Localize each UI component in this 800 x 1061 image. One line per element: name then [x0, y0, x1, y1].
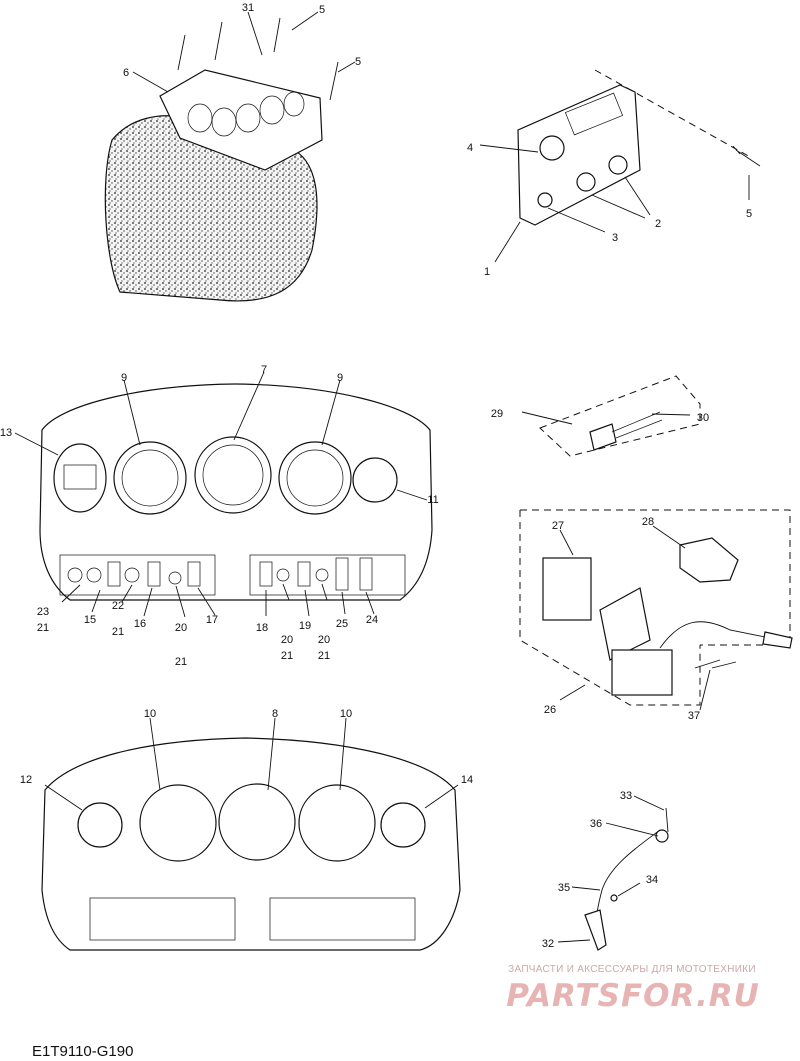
switch-panel-assembly	[479, 69, 761, 263]
callout-28: 28	[642, 516, 654, 528]
callout-9: 9	[121, 372, 127, 384]
instrument-cluster-rear	[41, 717, 461, 951]
callout-12: 12	[20, 774, 32, 786]
gauge-9-right	[278, 441, 352, 515]
sensor-box	[611, 649, 673, 696]
callout-18: 18	[256, 622, 268, 634]
rear-gauge-12	[77, 802, 123, 848]
console-housing-assembly	[104, 11, 356, 302]
callout-15: 15	[84, 614, 96, 626]
sensor-bracket	[599, 587, 651, 661]
socket-outlet	[539, 135, 565, 161]
plate-screw	[732, 145, 761, 167]
gauge-9-left	[113, 441, 187, 515]
sensor-cable-tip	[762, 631, 793, 649]
bezel-gauge-holes	[187, 91, 305, 137]
instrument-cluster-front	[14, 371, 433, 618]
fuse-holder	[537, 192, 553, 208]
rear-switch-block-left	[89, 897, 236, 941]
callout-20: 20	[175, 622, 187, 634]
callout-4: 4	[467, 142, 473, 154]
gasket-28	[679, 537, 739, 583]
callout-1: 1	[484, 266, 490, 278]
callout-13: 13	[0, 427, 12, 439]
callout-8: 8	[272, 708, 278, 720]
callout-11: 11	[427, 494, 438, 506]
callout-31: 31	[242, 2, 254, 14]
switch-plate	[517, 84, 641, 226]
screw-33	[665, 807, 669, 833]
callout-20: 20	[281, 634, 293, 646]
housing-screws	[177, 17, 339, 101]
callout-2: 2	[655, 218, 661, 230]
toggle-switch-1	[576, 172, 596, 192]
switch-row-knobs	[67, 557, 373, 591]
bolt-37	[694, 659, 737, 669]
cable-lever-assembly	[557, 795, 669, 951]
switch-row-right	[249, 554, 406, 596]
callout-19: 19	[299, 620, 311, 632]
gauge-bezel-top	[159, 69, 323, 171]
callout-22: 22	[112, 600, 124, 612]
lever-32	[584, 909, 607, 951]
callout-9: 9	[337, 372, 343, 384]
mounting-plate-27	[542, 557, 592, 621]
callout-33: 33	[620, 790, 632, 802]
callout-21: 21	[281, 650, 293, 662]
callout-14: 14	[461, 774, 473, 786]
sensor-cable	[659, 621, 771, 649]
rear-gauge-10-left	[139, 784, 217, 862]
toggle-switch-2	[608, 155, 628, 175]
callout-24: 24	[366, 614, 378, 626]
callout-37: 37	[688, 710, 700, 722]
callout-34: 34	[646, 874, 658, 886]
rear-gauge-10-right	[298, 784, 376, 862]
watermark-logo: PARTSFOR.RU	[506, 978, 760, 1014]
clamp-36	[655, 829, 669, 843]
callout-10: 10	[340, 708, 352, 720]
harness-connector	[589, 423, 617, 451]
switch-row-left	[59, 554, 216, 596]
callout-6: 6	[123, 67, 129, 79]
callout-21: 21	[112, 626, 124, 638]
wiring-harness-group	[521, 375, 701, 457]
callout-3: 3	[612, 232, 618, 244]
callout-7: 7	[261, 364, 267, 376]
callout-20: 20	[318, 634, 330, 646]
rear-switch-block-right	[269, 897, 416, 941]
callout-21: 21	[175, 656, 187, 668]
clip-34	[610, 894, 618, 902]
callout-35: 35	[558, 882, 570, 894]
callout-29: 29	[491, 408, 503, 420]
callout-36: 36	[590, 818, 602, 830]
callout-23: 23	[37, 606, 49, 618]
gauge-13-clock	[53, 443, 107, 513]
watermark-tagline: ЗАПЧАСТИ И АКСЕССУАРЫ ДЛЯ МОТОТЕХНИКИ	[508, 964, 756, 975]
drawing-code: E1T9110-G190	[32, 1043, 134, 1060]
gauge-7-tachometer	[194, 436, 272, 514]
callout-10: 10	[144, 708, 156, 720]
gauge-11-small	[352, 457, 398, 503]
callout-5: 5	[746, 208, 752, 220]
callout-26: 26	[544, 704, 556, 716]
callout-5: 5	[355, 56, 361, 68]
callout-17: 17	[206, 614, 218, 626]
rear-gauge-14	[380, 802, 426, 848]
plate-label	[564, 92, 624, 136]
callout-21: 21	[318, 650, 330, 662]
callout-16: 16	[134, 618, 146, 630]
callout-5: 5	[319, 4, 325, 16]
callout-30: 30	[697, 412, 709, 424]
callout-32: 32	[542, 938, 554, 950]
callout-25: 25	[336, 618, 348, 630]
sensor-bracket-group	[519, 509, 793, 711]
rear-gauge-8	[218, 783, 296, 861]
callout-27: 27	[552, 520, 564, 532]
callout-21: 21	[37, 622, 49, 634]
